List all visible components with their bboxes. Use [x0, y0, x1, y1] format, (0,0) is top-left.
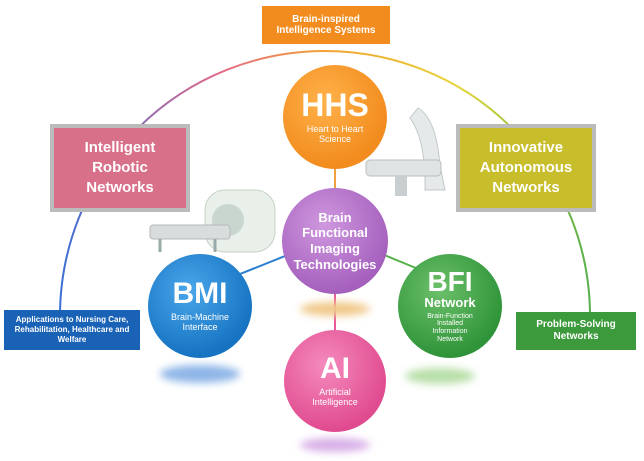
hhs-title: HHS [301, 87, 369, 124]
bmi-shadow [160, 365, 240, 383]
brain-functional-imaging-circle: Brain Functional Imaging Technologies [282, 188, 388, 294]
intelligent-robotic-networks-panel: Intelligent Robotic Networks [50, 124, 190, 212]
bfi-title-network: Network [424, 295, 476, 311]
ai-subtitle: Artificial Intelligence [312, 387, 358, 407]
nursing-care-applications-box: Applications to Nursing Care, Rehabilita… [4, 310, 140, 350]
ai-title: AI [320, 352, 350, 386]
scanner-bed-illustration [365, 107, 446, 196]
center-label: Brain Functional Imaging Technologies [293, 209, 377, 272]
hhs-circle: HHS Heart to Heart Science [283, 65, 387, 169]
mri-scanner-illustration [149, 189, 276, 253]
bmi-circle: BMI Brain-Machine Interface [148, 254, 252, 358]
brain-inspired-intelligence-box: Brain-inspired Intelligence Systems [262, 6, 390, 44]
problem-solving-networks-box: Problem-Solving Networks [516, 312, 636, 350]
bfi-title: BFI [427, 266, 473, 298]
bmi-subtitle: Brain-Machine Interface [170, 312, 230, 332]
bfi-shadow [405, 368, 475, 384]
bmi-title: BMI [172, 277, 228, 311]
ai-circle: AI Artificial Intelligence [284, 330, 386, 432]
bfi-network-circle: BFI Network Brain-Function Installed Inf… [398, 254, 502, 358]
bfi-subtitle: Brain-Function Installed Information Net… [427, 312, 473, 343]
center-shadow [300, 302, 370, 316]
innovative-autonomous-networks-panel: Innovative Autonomous Networks [456, 124, 596, 212]
hhs-subtitle: Heart to Heart Science [306, 124, 364, 144]
ai-shadow [300, 438, 370, 452]
